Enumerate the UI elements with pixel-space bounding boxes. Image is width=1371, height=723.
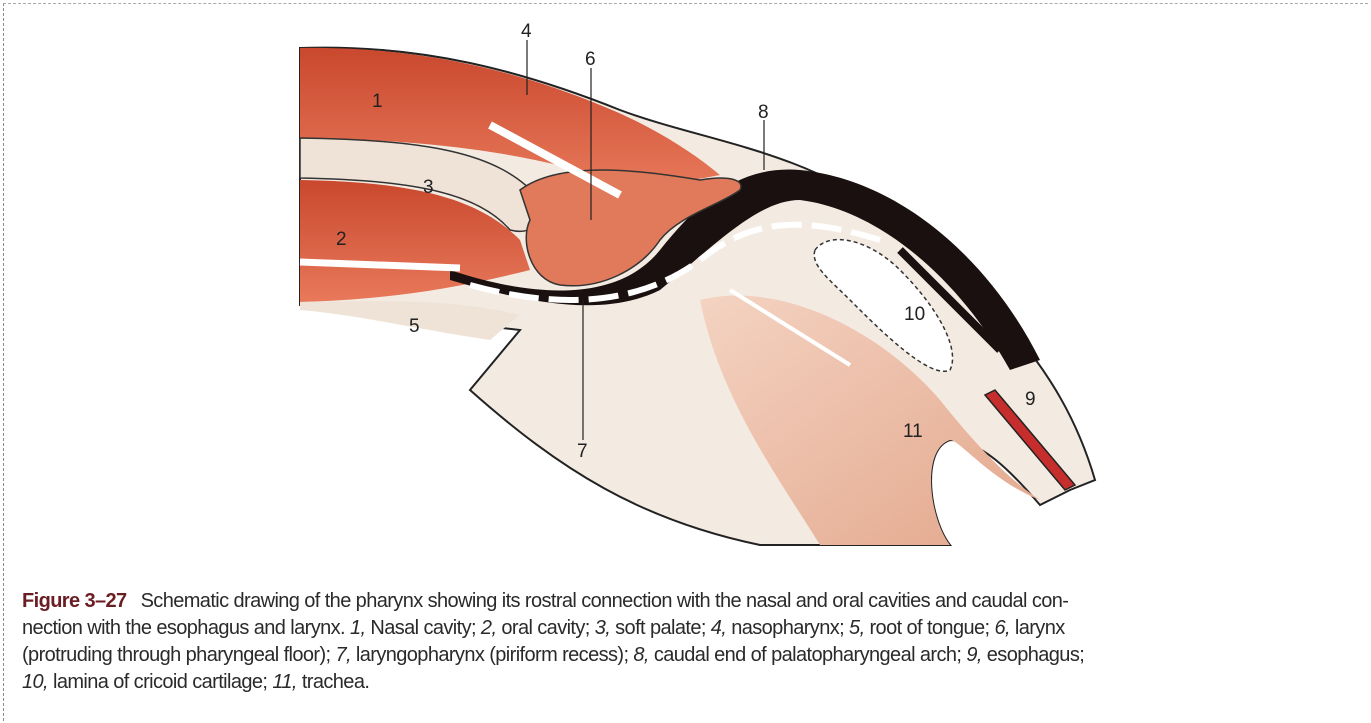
caption-line: Figure 3–27 Schematic drawing of the phar… bbox=[22, 588, 1371, 615]
label-10: 10 bbox=[904, 304, 925, 325]
label-4: 4 bbox=[521, 21, 532, 42]
nasal-cavity bbox=[300, 47, 720, 191]
esophagus-arrow-icon bbox=[897, 247, 1003, 353]
food-arrow-icon bbox=[299, 258, 461, 272]
label-11: 11 bbox=[903, 421, 923, 442]
label-9: 9 bbox=[1025, 389, 1036, 410]
larynx bbox=[519, 169, 742, 287]
caption-text: laryngopharynx (piriform recess); bbox=[350, 644, 634, 666]
caption-text: lamina of cricoid cartilage; bbox=[48, 671, 273, 693]
caption-line: 10, lamina of cricoid cartilage; 11, tra… bbox=[22, 669, 1371, 696]
label-3: 3 bbox=[423, 177, 434, 198]
cricoid-cartilage bbox=[813, 238, 954, 373]
caption-text: trachea. bbox=[296, 671, 370, 693]
caption-item-number: 4, bbox=[710, 617, 727, 639]
caption-item-number: 2, bbox=[480, 617, 497, 639]
label-5: 5 bbox=[409, 316, 420, 337]
label-1: 1 bbox=[372, 91, 383, 112]
caption-text: caudal end of palatopharyngeal arch; bbox=[648, 644, 967, 666]
caption-item-number: 6, bbox=[994, 617, 1010, 639]
air-arrow-trachea-icon bbox=[728, 288, 852, 367]
figure-number: Figure 3–27 bbox=[22, 590, 127, 612]
leader-lines bbox=[526, 40, 765, 440]
caption-item-number: 5, bbox=[849, 617, 865, 639]
caption-item-number: 11, bbox=[272, 671, 297, 693]
caption-text: oral cavity; bbox=[496, 617, 595, 639]
caption-text: root of tongue; bbox=[864, 617, 995, 639]
caption-item-number: 8, bbox=[633, 644, 649, 666]
caption-text: nection with the esophagus and larynx. bbox=[22, 617, 350, 639]
page-border bbox=[3, 3, 1368, 721]
label-6: 6 bbox=[585, 49, 596, 70]
pharynx-diagram: 1 2 3 4 5 6 7 8 9 10 11 bbox=[299, 21, 1097, 546]
caption-item-number: 1, bbox=[349, 617, 366, 639]
caption-line: (protruding through pharyngeal floor); 7… bbox=[22, 642, 1371, 669]
caption-text: larynx bbox=[1009, 617, 1065, 639]
figure-caption: Figure 3–27 Schematic drawing of the phar… bbox=[22, 588, 1371, 696]
caption-text: soft palate; bbox=[610, 617, 711, 639]
root-of-tongue bbox=[300, 301, 520, 340]
caption-item-number: 10, bbox=[22, 671, 49, 693]
caption-text: Nasal cavity; bbox=[365, 617, 481, 639]
caption-text: Schematic drawing of the pharynx showing… bbox=[140, 590, 1069, 612]
caption-text: (protruding through pharyngeal floor); bbox=[22, 644, 336, 666]
label-8: 8 bbox=[758, 102, 769, 123]
pharynx-lumen bbox=[450, 169, 1040, 370]
label-2: 2 bbox=[336, 229, 347, 250]
air-arrow-icon bbox=[488, 121, 622, 199]
caption-line: nection with the esophagus and larynx. 1… bbox=[22, 615, 1371, 642]
oral-cavity bbox=[300, 180, 530, 302]
esophagus bbox=[983, 389, 1077, 491]
caption-item-number: 3, bbox=[594, 617, 611, 639]
label-7: 7 bbox=[577, 441, 588, 462]
caption-item-number: 9, bbox=[966, 644, 982, 666]
caption-text: esophagus; bbox=[981, 644, 1085, 666]
caption-text: nasopharynx; bbox=[726, 617, 850, 639]
trachea bbox=[700, 295, 1040, 545]
caption-item-number: 7, bbox=[335, 644, 351, 666]
